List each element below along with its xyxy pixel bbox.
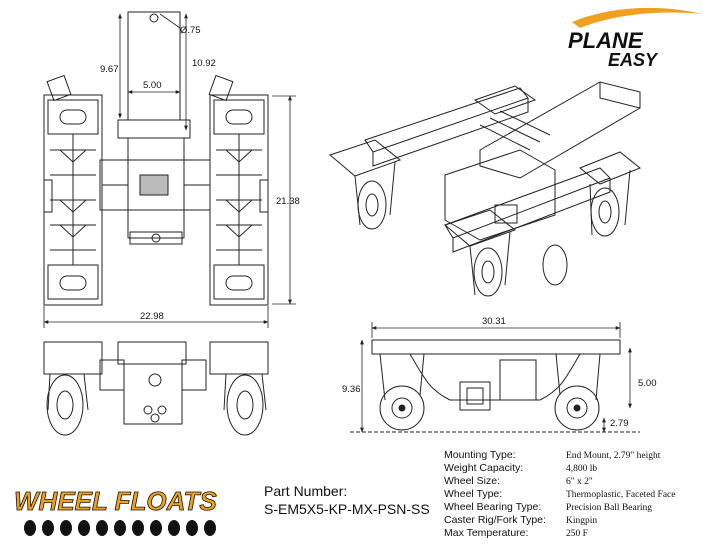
part-number-block: Part Number: S-EM5X5-KP-MX-PSN-SS (264, 483, 430, 517)
top-dimensions (43, 13, 296, 328)
wheel-floats-logo: WHEEL FLOATS (14, 486, 218, 536)
logo-swoosh-icon (572, 7, 702, 28)
product-logo-text: WHEEL FLOATS (14, 486, 217, 516)
side-dim-labels: 30.31 9.36 5.00 2.79 (342, 316, 657, 429)
spec-row: Caster Rig/Fork Type: Kingpin (444, 514, 597, 526)
height-b-label: 10.92 (192, 58, 216, 69)
mount-height-label: 2.79 (610, 418, 629, 429)
spec-label: Wheel Bearing Type: (444, 501, 541, 513)
pin-diameter-label: Ø.75 (180, 25, 201, 36)
length-label: 21.38 (276, 196, 300, 207)
spec-row: Wheel Size: 6" x 2" (444, 475, 593, 487)
spec-value: 6" x 2" (566, 477, 593, 487)
spec-label: Weight Capacity: (444, 462, 523, 474)
logo-wheels-icon (24, 520, 216, 536)
front-view (43, 341, 269, 436)
rear-width-label: 30.31 (482, 316, 506, 327)
side-dimensions (360, 322, 632, 433)
spec-value: 250 F (566, 529, 588, 539)
isometric-view (328, 81, 641, 297)
part-number-value: S-EM5X5-KP-MX-PSN-SS (264, 501, 430, 517)
height-a-label: 9.67 (100, 64, 119, 75)
spec-value: Kingpin (566, 516, 597, 526)
spec-label: Caster Rig/Fork Type: (444, 514, 546, 526)
spec-value: Thermoplastic, Faceted Face (566, 490, 675, 500)
spec-row: Wheel Type: Thermoplastic, Faceted Face (444, 488, 675, 500)
spec-table: Mounting Type: End Mount, 2.79" height W… (444, 449, 675, 539)
logo-line1: PLANE (568, 28, 644, 53)
spec-value: End Mount, 2.79" height (566, 451, 661, 461)
inner-width-label: 5.00 (143, 80, 162, 91)
plane-easy-logo: PLANE EASY (568, 7, 702, 70)
side-view (350, 339, 640, 433)
spec-row: Max Temperature: 250 F (444, 527, 588, 539)
spec-row: Wheel Bearing Type: Precision Ball Beari… (444, 501, 652, 513)
left-caster-top (43, 74, 103, 306)
total-width-label: 22.98 (140, 311, 164, 322)
spec-row: Mounting Type: End Mount, 2.79" height (444, 449, 661, 461)
spec-row: Weight Capacity: 4,800 lb (444, 462, 597, 474)
spec-value: 4,800 lb (566, 464, 597, 474)
spec-label: Wheel Type: (444, 488, 502, 500)
center-hitch-top (99, 11, 211, 245)
logo-line2: EASY (608, 50, 659, 70)
spec-value: Precision Ball Bearing (566, 503, 652, 513)
top-dim-labels: Ø.75 9.67 10.92 5.00 21.38 22.98 (100, 25, 300, 322)
spec-label: Max Temperature: (444, 527, 528, 539)
right-caster-top (208, 74, 269, 306)
top-view (43, 11, 296, 328)
spec-label: Wheel Size: (444, 475, 500, 487)
rear-mid-label: 5.00 (638, 378, 657, 389)
part-number-label: Part Number: (264, 483, 347, 499)
spec-label: Mounting Type: (444, 449, 516, 461)
rear-height-label: 9.36 (342, 384, 361, 395)
